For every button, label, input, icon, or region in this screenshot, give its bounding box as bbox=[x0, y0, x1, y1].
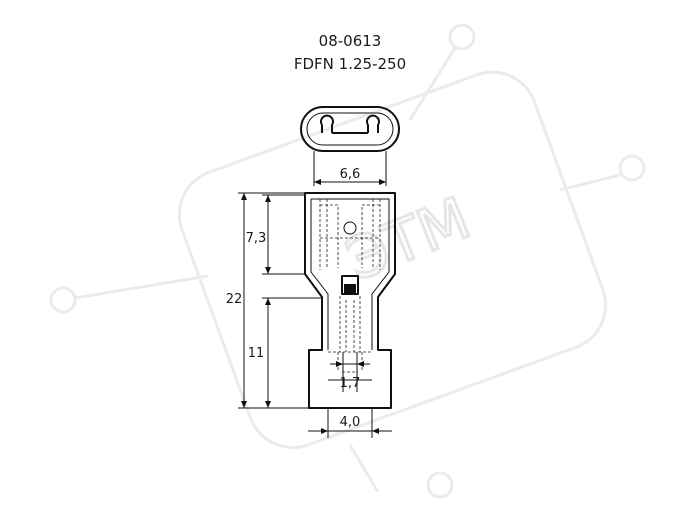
dim-total-height: 22 bbox=[226, 192, 309, 409]
watermark-circle-bottom bbox=[426, 471, 454, 499]
watermark-line-top bbox=[408, 47, 457, 121]
top-view-outer bbox=[300, 106, 400, 152]
dim-top-width: 6,6 bbox=[313, 151, 387, 186]
dimple bbox=[343, 221, 357, 235]
watermark-circle-top bbox=[448, 23, 476, 51]
crimp-tab bbox=[341, 275, 359, 295]
barrel-lines bbox=[339, 296, 361, 352]
dim-hole-width-label: 1,7 bbox=[340, 376, 361, 391]
top-view-contact bbox=[320, 114, 380, 134]
dim-top-width-label: 6,6 bbox=[340, 167, 361, 182]
top-view-inner bbox=[306, 112, 394, 146]
barrel-end bbox=[328, 351, 372, 373]
watermark-line-left bbox=[74, 274, 209, 300]
model-name: FDFN 1.25-250 bbox=[294, 55, 406, 73]
top-view bbox=[300, 106, 400, 152]
dim-lower-height: 11 bbox=[248, 297, 322, 408]
watermark-line-right bbox=[559, 173, 621, 192]
dim-bottom-width: 4,0 bbox=[308, 408, 392, 438]
part-number: 08-0613 bbox=[319, 32, 382, 50]
watermark-circle-right bbox=[618, 154, 646, 182]
side-view-outline bbox=[304, 192, 396, 409]
receptacle-inner bbox=[320, 204, 380, 268]
watermark-line-bottom bbox=[348, 444, 380, 493]
dim-lower-height-label: 11 bbox=[248, 346, 265, 361]
dim-upper-height-label: 7,3 bbox=[246, 231, 267, 246]
dim-hole-width: 1,7 bbox=[330, 352, 370, 392]
watermark-frame bbox=[177, 70, 608, 450]
dim-bottom-width-label: 4,0 bbox=[340, 415, 361, 430]
side-view-inner bbox=[310, 198, 390, 350]
dim-total-height-label: 22 bbox=[226, 292, 243, 307]
crimp-tab-fill bbox=[344, 284, 356, 293]
dim-upper-height: 7,3 bbox=[246, 194, 305, 275]
watermark-circle-left bbox=[49, 286, 77, 314]
receptacle-edges bbox=[319, 199, 381, 270]
